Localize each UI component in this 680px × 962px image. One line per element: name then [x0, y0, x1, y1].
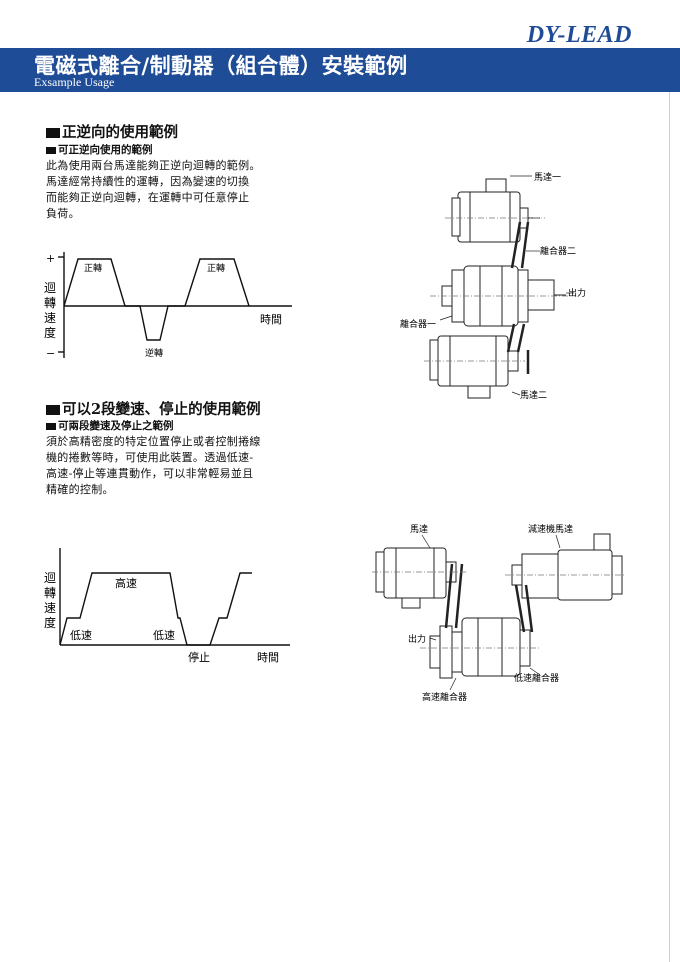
section1-subheading: 可正逆向使用的範例	[46, 142, 153, 157]
graph1-ylabel-1: 迴	[44, 281, 56, 295]
graph1-ylabel-4: 度	[44, 325, 56, 340]
diagram2-lowclutch-label: 低速離合器	[514, 672, 559, 684]
graph1-ylabel-3: 速	[44, 311, 56, 325]
graph1-ylabel-2: 轉	[44, 296, 56, 310]
graph2-ylabel-1: 迴	[44, 571, 56, 585]
bullet-square-icon	[46, 146, 56, 154]
graph2-ylabel-4: 度	[44, 615, 56, 630]
bullet-square-icon	[46, 405, 60, 415]
diagram1-motor1-label: 馬達一	[534, 171, 561, 183]
graph2-high-label: 高速	[115, 576, 137, 590]
section2-heading: 可以2段變速、停止的使用範例	[46, 398, 261, 419]
diagram1-output-label: 出力	[568, 287, 586, 299]
diagram2-motor-label: 馬達	[410, 523, 428, 535]
graph2-ylabel-3: 速	[44, 601, 56, 615]
graph2-time-label: 時間	[257, 651, 279, 664]
graph1-plus-label: +	[46, 252, 55, 265]
diagram1-motor2-label: 馬達二	[520, 389, 547, 401]
bullet-square-icon	[46, 128, 60, 138]
graph2-low-label-1: 低速	[70, 629, 92, 642]
diagram1-clutch1-label: 離合器一	[400, 318, 436, 330]
brand-logo: DY-LEAD	[526, 22, 632, 48]
page-border	[669, 92, 670, 962]
bullet-square-icon	[46, 422, 56, 430]
graph2-stop-label: 停止	[188, 650, 210, 664]
graph1-forward-label-2: 正轉	[207, 262, 225, 274]
section1-paragraph: 此為使用兩台馬達能夠正逆向迴轉的範例。 馬達經常持續性的運轉，因為變速的切換 而…	[46, 159, 261, 220]
graph2-low-label-2: 低速	[153, 629, 175, 642]
diagram2-gearmotor-label: 減速機馬達	[528, 523, 573, 535]
diagram2-output-label: 出力	[408, 633, 426, 645]
diagram1-clutch2-label: 離合器二	[540, 245, 576, 257]
diagram2-highclutch-label: 高速離合器	[422, 691, 467, 703]
header-banner: 電磁式離合/制動器（組合體）安裝範例 Exsample Usage	[0, 48, 680, 92]
page-title: 電磁式離合/制動器（組合體）安裝範例	[34, 53, 408, 78]
graph1-reverse-label: 逆轉	[145, 347, 163, 359]
section1-heading: 正逆向的使用範例	[46, 121, 178, 142]
graph2-ylabel-2: 轉	[44, 586, 56, 600]
graph1-forward-label-1: 正轉	[84, 262, 102, 274]
graph1-minus-label: −	[46, 347, 55, 360]
section2-paragraph: 須於高精密度的特定位置停止或者控制捲線 機的捲數等時，可使用此裝置。透過低速- …	[46, 435, 261, 496]
section2-subheading: 可兩段變速及停止之範例	[46, 418, 174, 433]
graph1-time-label: 時間	[260, 313, 282, 326]
page-subtitle: Exsample Usage	[34, 75, 115, 89]
